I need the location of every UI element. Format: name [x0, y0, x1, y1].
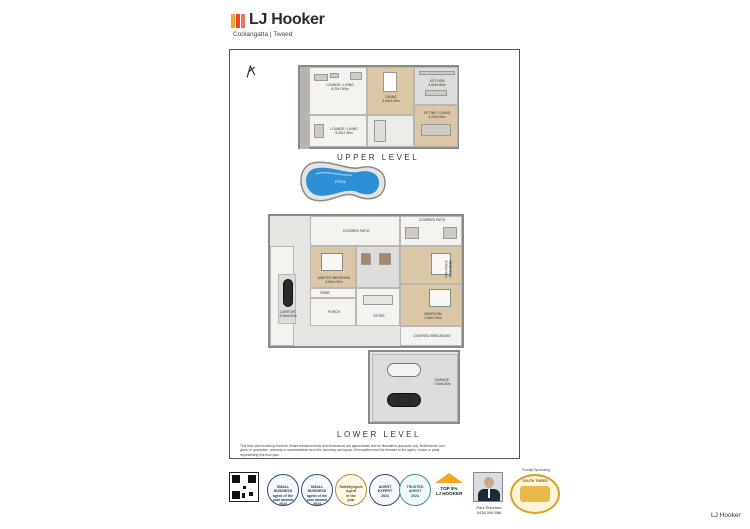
upper-lounge-living: LOUNGE / LIVING 6.20x7.60m — [309, 67, 367, 115]
master-bedroom: MASTER BEDROOM 3.50x4.20m — [310, 246, 356, 288]
floorplan-sheet: LOUNGE / LIVING 6.20x7.60m DINING 3.60x3… — [229, 49, 520, 459]
north-arrow-icon — [242, 62, 262, 83]
sponsor-label: Proudly Sponsoring — [522, 468, 550, 472]
award-badge-icon: RateMyAgent Agent of the year — [335, 474, 367, 506]
sponsor-badge: SOUTH TWEED — [510, 474, 560, 514]
upper-level-title: UPPER LEVEL — [337, 153, 420, 162]
award-badge-icon: SMALL BUSINESS agent of the year awards … — [267, 474, 299, 506]
pool: POOL — [296, 160, 388, 205]
footer-badges: SMALL BUSINESS agent of the year awards … — [229, 468, 560, 518]
covered-patio-right: COVERED PATIO — [400, 216, 462, 246]
lower-level-plan: CARPORT 3.00x6.00m COVERED PATIO COVERED… — [268, 214, 464, 348]
covered-breezeway: COVERED BREEZEWAY — [400, 326, 462, 346]
qr-code-icon[interactable] — [229, 472, 259, 502]
upper-kitchen: KITCHEN 3.60x3.60m — [414, 67, 458, 105]
garage-plan: GARAGE 7.00x6.80m — [368, 350, 460, 424]
brand-name: LJ Hooker — [249, 11, 325, 28]
brand-office: Coolangatta | Tweed — [233, 31, 293, 38]
upper-lounge-living-2: LOUNGE / LIVING 5.20x7.40m — [309, 115, 367, 147]
floorplan-disclaimer: This floor plan including furniture, fix… — [240, 444, 445, 457]
award-badge-icon: SMALL BUSINESS agent of the year awards … — [301, 474, 333, 506]
upper-dining: DINING 3.60x3.30m — [367, 67, 414, 115]
watermark: LJ Hooker — [711, 512, 741, 519]
store: STORE — [356, 288, 400, 326]
agent-phone[interactable]: 0438 096 886 — [476, 510, 502, 516]
porch: PORCH — [310, 298, 356, 326]
house-icon — [435, 473, 463, 483]
covered-patio-left: COVERED PATIO — [310, 216, 400, 246]
robe: ROBE — [310, 288, 356, 298]
bedroom-lower: BEDROOM 4.30x3.30m — [400, 284, 462, 326]
agent-name: Paul Sheehan — [476, 505, 502, 510]
upper-sitting-living: SITTING / LIVING 3.20x3.50m — [414, 105, 458, 147]
lower-level-title: LOWER LEVEL — [337, 430, 421, 439]
bedroom-right: BEDROOM 3.30x3.00m — [400, 246, 462, 284]
upper-level-plan: LOUNGE / LIVING 6.20x7.60m DINING 3.60x3… — [298, 65, 459, 149]
agent-photo — [473, 472, 503, 502]
top-agent-badge: TOP 5% LJ HOOKER — [431, 473, 467, 505]
agent-contact: Paul Sheehan 0438 096 886 — [467, 505, 511, 515]
award-badge-icon: AGENT EXPERT 2024 — [369, 474, 401, 506]
lj-hooker-logo-icon — [231, 14, 245, 28]
garage: GARAGE 7.00x6.80m — [372, 354, 458, 422]
award-badge-icon: TRUSTED AGENT 2024 — [399, 474, 431, 506]
carport: CARPORT 3.00x6.00m — [278, 274, 297, 324]
